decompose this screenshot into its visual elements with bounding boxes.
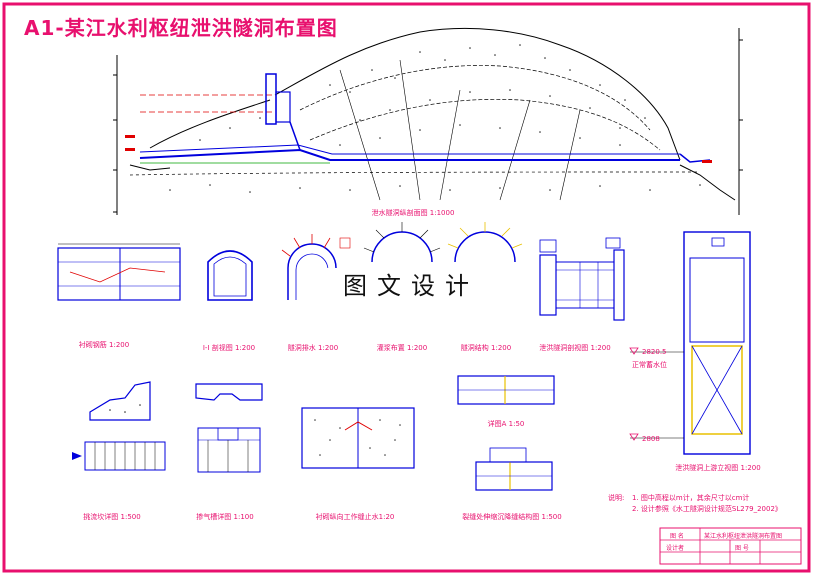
- caption-upstream-elevation: 泄洪隧洞上游立视图 1:200: [675, 464, 761, 472]
- view-aerator-slot: [195, 383, 263, 473]
- tb-drawing-name: 某江水利枢纽泄洪隧洞布置图: [704, 533, 783, 540]
- caption-flood-tunnel-section: 泄洪隧洞剖视图 1:200: [539, 344, 611, 352]
- level-elev1: 2820.5: [642, 348, 667, 356]
- view-lining-rebar: [57, 243, 181, 301]
- main-profile-view: [113, 27, 743, 215]
- view-settlement-joint: [475, 447, 553, 491]
- caption-section-i-i: I-I 剖视图 1:200: [202, 344, 256, 352]
- caption-lining-rebar: 衬砌钢筋 1:200: [78, 341, 130, 349]
- notes-heading: 说明:: [608, 494, 625, 502]
- caption-tunnel-drainage: 隧洞排水 1:200: [287, 344, 339, 352]
- title-block-frame: [659, 527, 802, 565]
- view-upstream-elevation: [629, 231, 751, 455]
- view-tunnel-drainage: [281, 234, 351, 300]
- view-flood-tunnel-section: [539, 237, 625, 321]
- notes-line-1: 1. 图中高程以m计，其余尺寸以cm计: [632, 494, 750, 502]
- tb-designer-label: 设计者: [666, 545, 685, 552]
- view-waterstop: [301, 407, 415, 469]
- caption-detail-a: 详图A 1:50: [487, 420, 525, 428]
- notes-line-2: 2. 设计参照《水工隧洞设计规范SL279_2002》: [632, 505, 782, 513]
- tb-sheet-label: 图 号: [735, 545, 749, 552]
- level-elev2: 2808: [642, 435, 660, 443]
- caption-grouting-layout: 灌浆布置 1:200: [376, 344, 428, 352]
- view-grouting-layout: [363, 222, 441, 263]
- caption-settlement-joint: 裂缝处伸缩沉降缝结构图 1:500: [462, 513, 562, 521]
- view-tunnel-structure: [447, 222, 523, 263]
- caption-tunnel-structure: 隧洞结构 1:200: [460, 344, 512, 352]
- view-detail-a: [457, 375, 555, 405]
- view-section-i-i: [207, 250, 253, 301]
- rock-hatch: [169, 44, 701, 193]
- tb-name-label: 图 名: [670, 533, 684, 540]
- caption-main-profile: 泄水隧洞纵剖面图 1:1000: [371, 209, 455, 217]
- level-elev1-label: 正常蓄水位: [632, 361, 667, 369]
- view-flip-bucket: [72, 381, 166, 471]
- caption-flip-bucket: 挑流坎详图 1:500: [83, 513, 141, 521]
- caption-aerator-slot: 掺气槽详图 1:100: [196, 513, 254, 521]
- drawing-title: A1-某江水利枢纽泄洪隧洞布置图: [24, 16, 338, 40]
- watermark-label: 图文设计: [322, 268, 500, 304]
- caption-waterstop: 衬砌纵向工作缝止水1:20: [315, 513, 395, 521]
